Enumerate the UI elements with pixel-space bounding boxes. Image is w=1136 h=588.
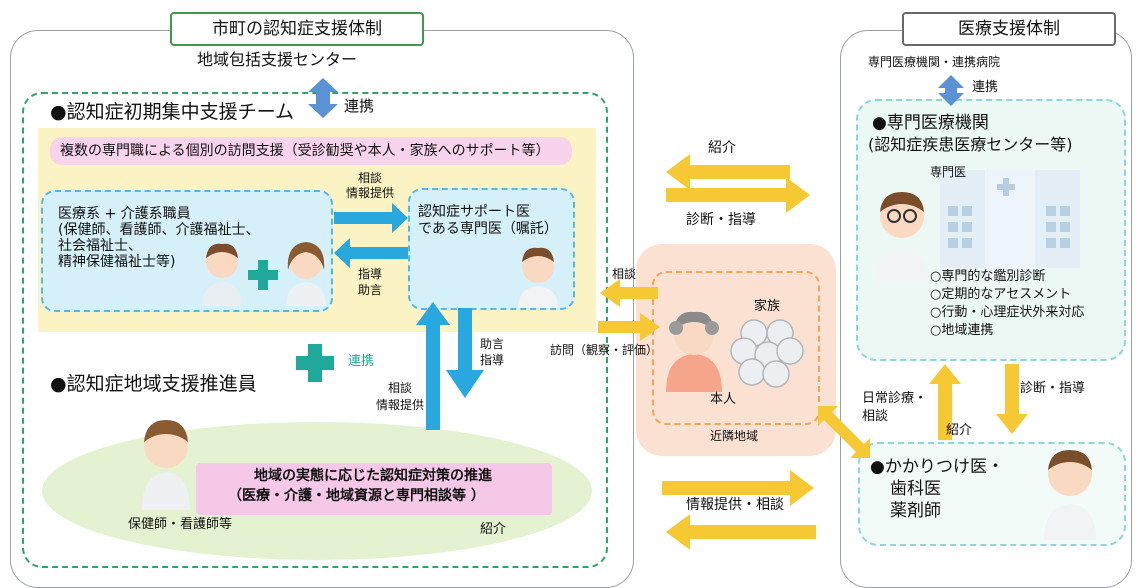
senmon-service-1: ○専門的な鑑別診断 xyxy=(930,269,1046,284)
support-doctor-line-2: である専門医（嘱託） xyxy=(418,221,558,237)
joho-sodan-label: 情報提供・相談 xyxy=(686,497,784,513)
jogen-label: 助言 xyxy=(358,283,383,297)
renkei-double-arrow xyxy=(308,78,338,118)
senmon-service-4: ○地域連携 xyxy=(930,323,994,338)
sodan-center-label: 相談 xyxy=(612,267,637,281)
to-doctor-arrow xyxy=(334,203,408,233)
staff-box xyxy=(41,190,333,312)
joho-label-1: 情報提供 xyxy=(346,186,395,200)
shokai-bottom-label: 紹介 xyxy=(480,522,507,537)
kakaritsuke-line-1: ●かかりつけ医・ xyxy=(870,457,1005,477)
specialist-figure xyxy=(876,192,928,284)
family-icon xyxy=(730,319,804,388)
promotion-line-1: 地域の実態に応じた認知症対策の推進 xyxy=(254,468,492,484)
promoter-title: ●認知症地域支援推進員 xyxy=(50,373,257,395)
down-arrow xyxy=(446,308,484,398)
shindan-top-label: 診断・指導 xyxy=(686,212,756,228)
hospital-icon xyxy=(940,170,1080,280)
visit-support-text: 複数の専門職による個別の訪問支援（受診勧奨や本人・家族へのサポート等） xyxy=(60,143,550,159)
joho-label-2: 情報提供 xyxy=(376,398,425,412)
kazoku-label: 家族 xyxy=(754,299,781,314)
renkei-label: 連携 xyxy=(344,97,375,115)
sodan-label-2: 相談 xyxy=(388,381,413,395)
renkei-green-label: 連携 xyxy=(348,354,375,369)
senmon-service-2: ○定期的なアセスメント xyxy=(930,287,1072,302)
senmon-i-label: 専門医 xyxy=(930,165,967,179)
shido-label: 指導 xyxy=(358,267,383,281)
nichijo-label-2: 相談 xyxy=(862,409,889,424)
senmon-title-2: (認知症疾患医療センター等) xyxy=(868,135,1073,154)
patient-family-frame xyxy=(652,271,820,425)
senmon-renkei-label: 専門医療機関・連携病院 xyxy=(868,55,1001,69)
renkei-right-label: 連携 xyxy=(972,80,999,95)
plus-icon-renkei xyxy=(296,344,334,382)
staff-figure-female xyxy=(286,242,326,306)
sodan-arrow xyxy=(600,279,658,307)
promotion-box xyxy=(196,463,552,515)
shido-label-2: 指導 xyxy=(480,353,505,367)
to-staff-arrow xyxy=(334,238,408,268)
joho-bottom-arrow xyxy=(662,470,814,506)
plus-icon xyxy=(248,260,278,290)
shokai-top-arrow xyxy=(666,154,790,190)
right-header: 医療支援体制 xyxy=(902,12,1116,46)
kakaritsuke-line-3: 薬剤師 xyxy=(890,501,941,521)
nichijo-label-1: 日常診療・ xyxy=(862,391,928,406)
senmon-renkei-double-arrow xyxy=(938,75,964,106)
shindan-right-label: 診断・指導 xyxy=(1020,381,1086,396)
kinrin-label: 近隣地域 xyxy=(710,429,759,443)
family-doctor-figure xyxy=(1044,450,1096,540)
senmon-title-1: ●専門医療機関 xyxy=(872,113,989,133)
support-doctor-line-1: 認知症サポート医 xyxy=(418,204,530,220)
diagonal-double-arrow xyxy=(818,406,870,458)
promotion-line-2: （医療・介護・地域資源と専門相談等 ） xyxy=(228,488,485,504)
senmon-service-3: ○行動・心理症状外来対応 xyxy=(930,305,1085,320)
left-header: 市町の認知症支援体制 xyxy=(170,12,424,46)
staff-line-4: 精神保健福祉士等) xyxy=(58,254,176,270)
homon-arrow xyxy=(598,313,660,341)
visit-support-bar xyxy=(50,137,572,165)
jogen-label-2: 助言 xyxy=(480,337,505,351)
kakaritsuke-line-2: 歯科医 xyxy=(890,479,941,499)
honnin-label: 本人 xyxy=(710,392,737,407)
shokai-right-label: 紹介 xyxy=(946,423,973,438)
staff-line-1: 医療系 + 介護系職員 xyxy=(58,206,191,222)
promoter-figure xyxy=(142,420,190,510)
sodan-label-1: 相談 xyxy=(358,171,383,185)
support-doctor-figure xyxy=(518,247,558,308)
up-arrow xyxy=(416,302,450,430)
homon-label: 訪問（観察・評価） xyxy=(550,343,659,357)
chiiki-center-label: 地域包括支援センター xyxy=(197,50,358,69)
shokai-bottom-arrow xyxy=(666,514,816,550)
hokenshi-label: 保健師・看護師等 xyxy=(128,517,233,532)
staff-figure-male xyxy=(202,243,242,306)
down-right-arrow xyxy=(996,364,1028,434)
team-title: ●認知症初期集中支援チーム xyxy=(50,101,295,123)
staff-line-2: (保健師、看護師、介護福祉士、 xyxy=(58,222,260,238)
up-right-arrow xyxy=(929,364,961,440)
shindan-top-arrow xyxy=(666,177,810,213)
shokai-top-label: 紹介 xyxy=(708,140,736,156)
staff-line-3: 社会福祉士、 xyxy=(58,238,142,254)
patient-figure xyxy=(666,311,722,392)
